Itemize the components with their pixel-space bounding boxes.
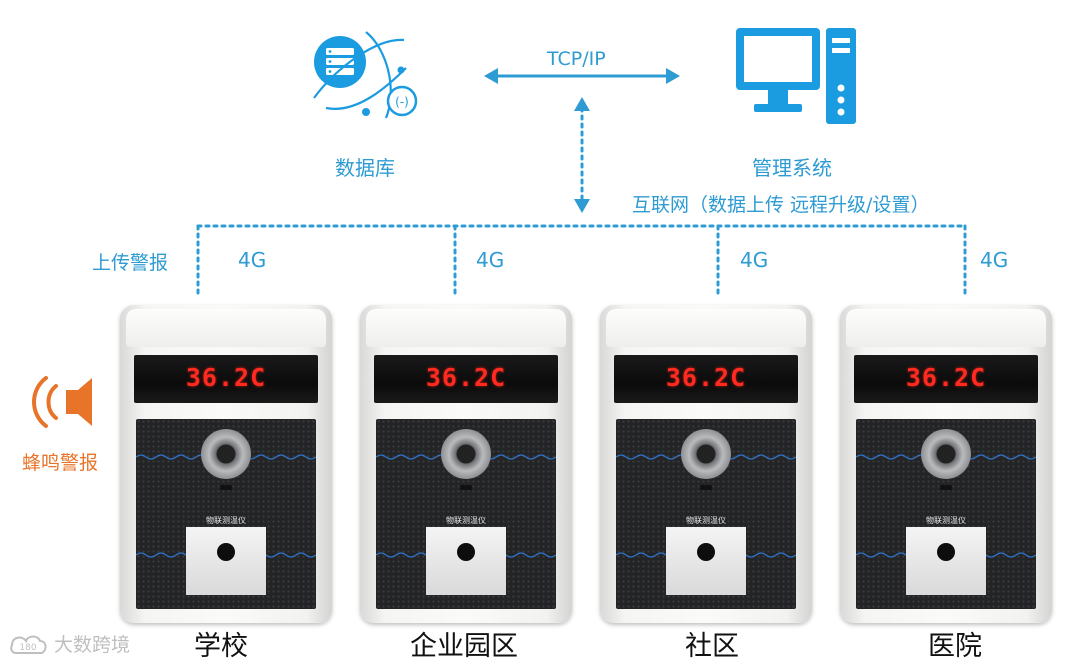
tcp-ip-label: TCP/IP — [547, 48, 606, 70]
network-4g-label-3: 4G — [740, 248, 768, 272]
management-label: 管理系统 — [752, 152, 832, 181]
device-badge: 物联测温仪 — [856, 515, 1036, 526]
temperature-value: 36.2C — [666, 363, 746, 392]
computer-icon — [734, 26, 858, 126]
place-label-school: 学校 — [194, 624, 248, 663]
temperature-display: 36.2C — [614, 355, 798, 403]
scanner-window — [906, 527, 986, 595]
svg-text:(-): (-) — [395, 95, 409, 109]
network-4g-label-4: 4G — [980, 248, 1008, 272]
temperature-value: 36.2C — [906, 363, 986, 392]
vertical-arrow-up — [574, 97, 590, 111]
place-label-hospital: 医院 — [928, 624, 982, 663]
device-school: 36.2C 物联测温仪 — [120, 305, 332, 623]
buzzer-alarm-node — [26, 372, 106, 432]
database-node: (-) — [306, 28, 426, 128]
device-community: 36.2C 物联测温仪 — [600, 305, 812, 623]
temperature-display: 36.2C — [374, 355, 558, 403]
temperature-display: 36.2C — [134, 355, 318, 403]
device-badge: 物联测温仪 — [136, 515, 316, 526]
management-node — [734, 26, 858, 126]
camera-lens — [201, 429, 251, 479]
watermark-logo-icon: 180 — [8, 631, 50, 657]
scanner-window — [666, 527, 746, 595]
camera-lens — [681, 429, 731, 479]
ir-sensor — [940, 485, 952, 490]
temperature-value: 36.2C — [426, 363, 506, 392]
device-hospital: 36.2C 物联测温仪 — [840, 305, 1052, 623]
scanner-window — [186, 527, 266, 595]
network-4g-label-1: 4G — [238, 248, 266, 272]
vertical-arrow-down — [574, 199, 590, 213]
temperature-value: 36.2C — [186, 363, 266, 392]
device-enterprise-park: 36.2C 物联测温仪 — [360, 305, 572, 623]
device-badge: 物联测温仪 — [616, 515, 796, 526]
temperature-display: 36.2C — [854, 355, 1038, 403]
internet-label: 互联网（数据上传 远程升级/设置） — [632, 190, 929, 217]
database-label: 数据库 — [335, 152, 395, 181]
watermark: 180 大数跨境 — [8, 630, 130, 657]
ir-sensor — [700, 485, 712, 490]
speaker-alarm-icon — [26, 372, 106, 432]
upload-alarm-label: 上传警报 — [92, 248, 168, 275]
place-label-enterprise-park: 企业园区 — [410, 624, 518, 663]
camera-lens — [441, 429, 491, 479]
camera-lens — [921, 429, 971, 479]
scanner-window — [426, 527, 506, 595]
database-icon: (-) — [306, 28, 426, 128]
ir-sensor — [460, 485, 472, 490]
place-label-community: 社区 — [685, 624, 739, 663]
watermark-text: 大数跨境 — [54, 630, 130, 657]
tcp-arrow-left — [484, 68, 498, 84]
svg-text:180: 180 — [19, 643, 36, 653]
buzzer-alarm-label: 蜂鸣警报 — [22, 448, 98, 475]
tcp-arrow-right — [666, 68, 680, 84]
ir-sensor — [220, 485, 232, 490]
network-4g-label-2: 4G — [476, 248, 504, 272]
device-badge: 物联测温仪 — [376, 515, 556, 526]
